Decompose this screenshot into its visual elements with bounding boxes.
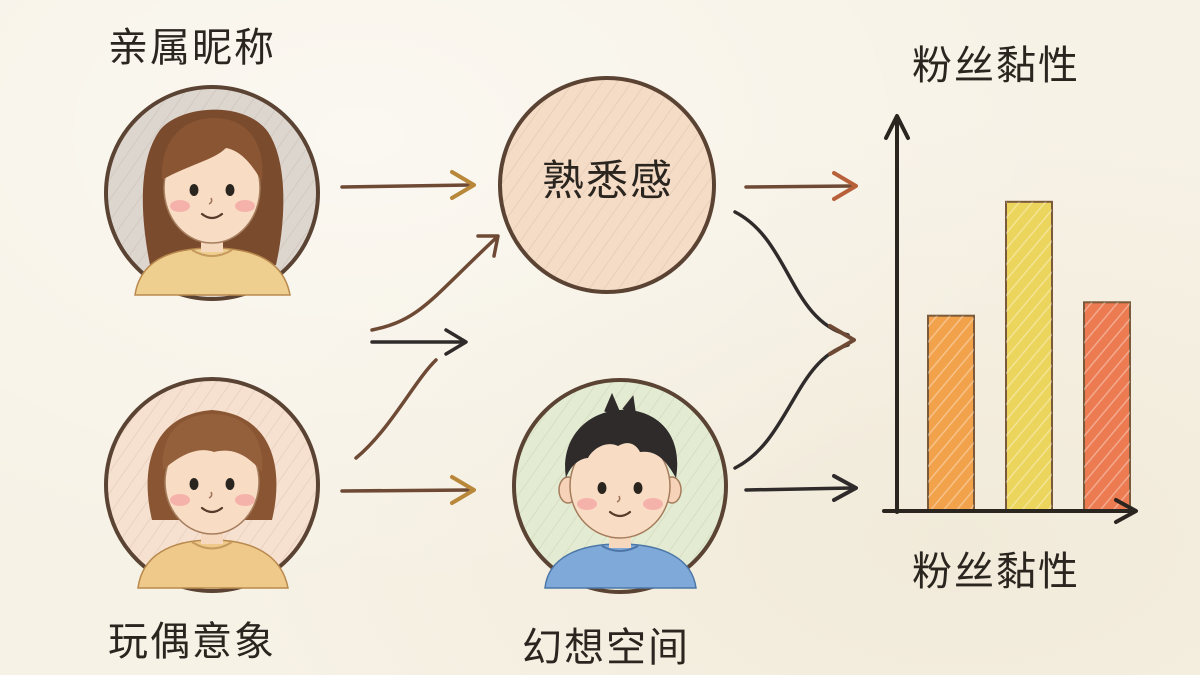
kin-nickname-avatar: [104, 85, 320, 301]
x-axis-arrowhead: [1114, 498, 1138, 524]
arrow-middle-straight: [370, 328, 468, 356]
doll-image-label: 玩偶意象: [108, 619, 276, 665]
y-axis-arrowhead: [884, 114, 910, 140]
chart-bars: [927, 200, 1131, 512]
fan-stickiness-top-label: 粉丝黏性: [912, 43, 1080, 89]
arrow-fantasy-to-chart: [744, 474, 858, 502]
fan-stickiness-bottom-label: 粉丝黏性: [912, 549, 1080, 595]
familiarity-node: [498, 76, 716, 294]
doll-image-avatar: [104, 377, 320, 593]
kin-nickname-label: 亲属昵称: [108, 25, 276, 71]
arrow-familiarity-to-chart: [744, 171, 858, 201]
arrow-kin-to-familiarity: [340, 170, 476, 200]
familiarity-label: 熟悉感: [541, 156, 674, 205]
fantasy-space-label: 幻想空间: [522, 625, 690, 671]
bar-1-texture: [928, 315, 974, 510]
bar-2-texture: [1006, 201, 1052, 511]
fantasy-space-avatar: [512, 378, 728, 594]
arrow-converge-to-chart: [733, 210, 856, 470]
arrow-doll-to-fantasy: [340, 475, 476, 505]
bar-3-texture: [1084, 302, 1130, 510]
arrow-curves-to-familiarity: [354, 234, 500, 460]
stickiness-bar-chart: [882, 114, 1138, 524]
arrows: [340, 170, 858, 505]
